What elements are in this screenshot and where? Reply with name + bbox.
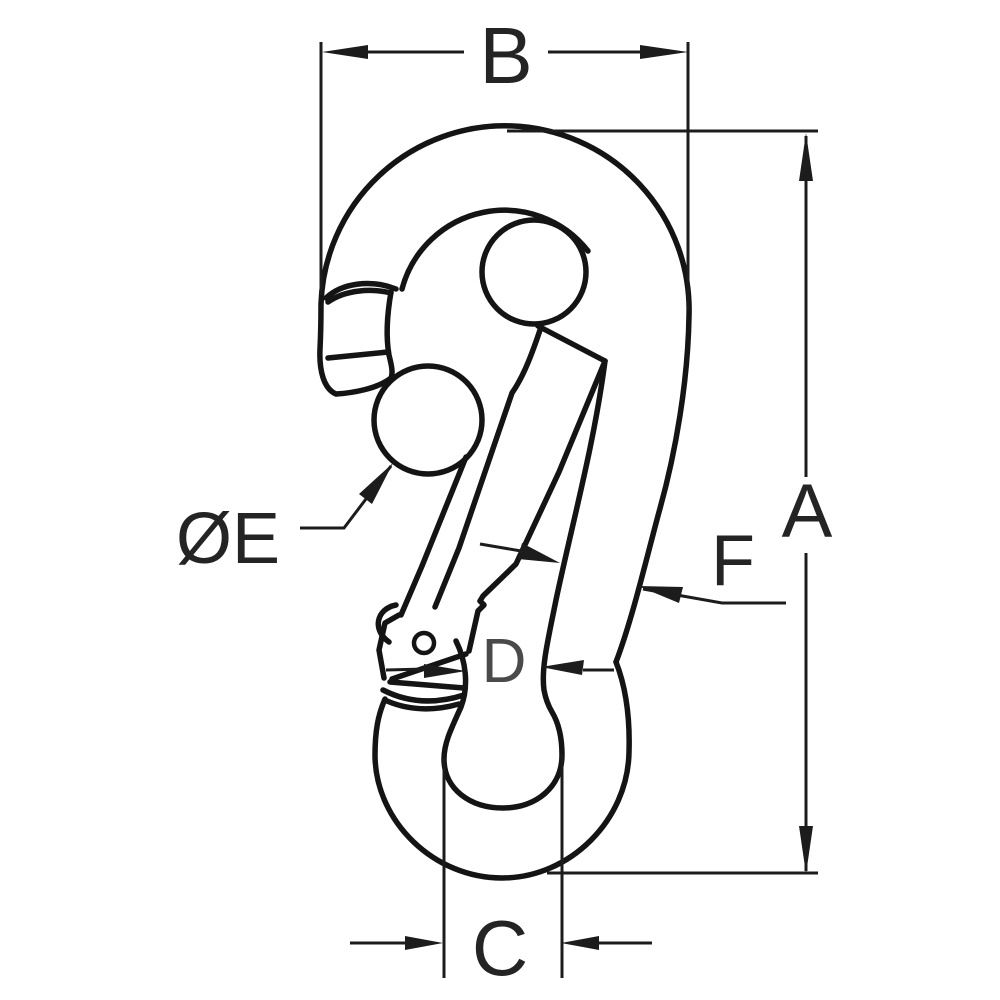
dim-c-arrow-right	[561, 936, 599, 950]
dim-c-arrow-left	[405, 936, 443, 950]
gate-left-edge	[432, 327, 543, 610]
dim-b-label: B	[479, 11, 532, 100]
dim-f-label: F	[711, 521, 755, 601]
dim-e-arrow	[359, 463, 393, 504]
gate-cap-right-edge	[384, 289, 395, 381]
gate-cap-band-line	[325, 349, 391, 361]
spring-crescent-upper	[380, 687, 467, 704]
eye-outer-outline	[372, 659, 632, 881]
dim-e-leader	[300, 465, 393, 530]
dimension-c: C	[350, 754, 652, 992]
dim-d-arrow-right	[541, 660, 584, 675]
hinge-foot-bottom	[387, 679, 467, 691]
dim-f-arrow	[638, 586, 683, 603]
dim-a-arrow-down	[799, 826, 813, 874]
dimension-a: A	[507, 129, 833, 875]
dimension-b: B	[319, 11, 690, 310]
dim-c-label: C	[472, 904, 528, 992]
hinge-ear	[375, 602, 399, 645]
dimension-e: ØE	[176, 463, 393, 579]
inner-edge-and-eye-hole	[441, 358, 608, 811]
dim-f-inner-arrow	[518, 543, 560, 563]
dim-d-arrow-left	[424, 664, 466, 678]
carabiner-body	[317, 123, 692, 881]
inner-arc	[399, 207, 591, 292]
nose-end-circle	[479, 217, 589, 327]
gate-rod-end-circle	[371, 363, 485, 477]
dim-b-arrow-right	[640, 45, 688, 59]
dim-e-label: ØE	[176, 499, 280, 579]
gate-cap-rim-under	[325, 287, 394, 305]
dim-f-inner-line	[479, 542, 522, 553]
dim-d-label: D	[482, 627, 527, 696]
dim-b-arrow-left	[322, 45, 368, 59]
gate-cap-bottom	[333, 375, 394, 397]
dimension-d: D	[385, 627, 614, 696]
dim-a-label: A	[782, 469, 833, 554]
hook-spine-outline	[317, 123, 692, 665]
spring-crescent-lower	[384, 698, 462, 712]
gate-right-edge	[466, 358, 608, 654]
dim-d-line-left	[385, 667, 427, 672]
pivot-pin-hole	[411, 630, 437, 656]
gate-cap-rim-top	[323, 280, 399, 301]
dimension-f: F	[479, 521, 786, 605]
gate-rod-line	[398, 454, 469, 618]
dim-a-arrow-up	[799, 133, 813, 181]
nose-notch-line	[535, 323, 608, 364]
hinge-foot-left-edge	[376, 612, 402, 681]
